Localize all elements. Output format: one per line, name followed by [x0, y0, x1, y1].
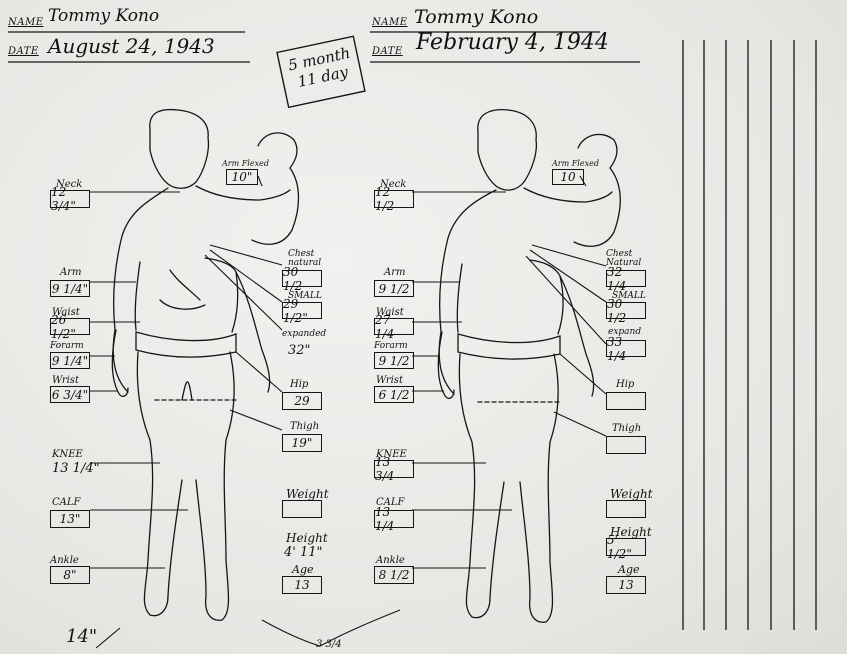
- left-date-label: DATE: [8, 47, 39, 57]
- left-arm-flexed-box: 10": [226, 169, 258, 185]
- left-expanded-value: 32": [288, 344, 311, 357]
- left-age-label: Age: [292, 564, 314, 575]
- left-thigh-box: 19": [282, 434, 322, 452]
- left-figure: [112, 110, 298, 621]
- right-arm-box: 9 1/2: [374, 280, 414, 297]
- footer-left-note: 14": [66, 628, 97, 646]
- left-ankle-label: Ankle: [50, 556, 79, 566]
- right-ankle-label: Ankle: [376, 556, 405, 566]
- left-weight-box: [282, 500, 322, 518]
- right-chest-box: 32 1/4: [606, 270, 646, 287]
- left-wrist-box: 6 3/4": [50, 386, 90, 403]
- right-name-label: NAME: [372, 18, 408, 28]
- left-arm-label: Arm: [60, 268, 81, 278]
- left-height-label: Height: [286, 532, 328, 544]
- left-thigh-label: Thigh: [290, 422, 319, 432]
- right-forearm-box: 9 1/2: [374, 352, 414, 369]
- left-knee-label: KNEE: [52, 450, 83, 460]
- right-age-label: Age: [618, 564, 640, 575]
- left-forearm-label: Forarm: [50, 342, 84, 351]
- right-wrist-box: 6 1/2: [374, 386, 414, 403]
- left-date-value: August 24, 1943: [48, 36, 215, 56]
- right-figure: [438, 110, 620, 623]
- right-thigh-box: [606, 436, 646, 454]
- right-ankle-box: 8 1/2: [374, 566, 414, 584]
- right-date-value: February 4, 1944: [416, 32, 609, 54]
- right-wrist-label: Wrist: [376, 376, 403, 386]
- left-chest-box: 30 1/2: [282, 270, 322, 287]
- left-age-box: 13: [282, 576, 322, 594]
- right-weight-label: Weight: [610, 488, 653, 500]
- right-expand-box: 33 1/4: [606, 340, 646, 357]
- left-height-value: 4' 11": [284, 546, 323, 559]
- right-name-value: Tommy Kono: [414, 8, 538, 27]
- left-small-box: 29 1/2": [282, 302, 322, 319]
- right-arm-flexed-box: 10: [552, 169, 584, 185]
- left-calf-box: 13": [50, 510, 90, 528]
- left-waist-box: 26 1/2": [50, 318, 90, 335]
- right-knee-box: 13 3/4: [374, 460, 414, 478]
- right-arm-flexed-label: Arm Flexed: [552, 160, 599, 168]
- left-hip-box: 29: [282, 392, 322, 410]
- left-arm-box: 9 1/4": [50, 280, 90, 297]
- left-arm-flexed-label: Arm Flexed: [222, 160, 269, 168]
- right-waist-box: 27 1/4: [374, 318, 414, 335]
- left-ankle-box: 8": [50, 566, 90, 584]
- left-name-value: Tommy Kono: [48, 8, 159, 25]
- right-height-box: 5' 1/2": [606, 538, 646, 556]
- left-name-label: NAME: [8, 18, 44, 28]
- footer-center-note: 3 3/4: [316, 640, 342, 650]
- right-weight-box: [606, 500, 646, 518]
- right-thigh-label: Thigh: [612, 424, 641, 434]
- left-expanded-label: expanded: [282, 330, 326, 339]
- left-calf-label: CALF: [52, 498, 80, 508]
- left-weight-label: Weight: [286, 488, 329, 500]
- right-calf-box: 13 1/4: [374, 510, 414, 528]
- right-neck-box: 12 1/2: [374, 190, 414, 208]
- right-age-box: 13: [606, 576, 646, 594]
- left-forearm-box: 9 1/4": [50, 352, 90, 369]
- right-hip-box: [606, 392, 646, 410]
- left-wrist-label: Wrist: [52, 376, 79, 386]
- left-hip-label: Hip: [290, 380, 308, 390]
- right-date-label: DATE: [372, 47, 403, 57]
- right-forearm-label: Forarm: [374, 342, 408, 351]
- left-knee-value: 13 1/4": [52, 462, 100, 475]
- left-neck-box: 12 3/4": [50, 190, 90, 208]
- right-hip-label: Hip: [616, 380, 634, 390]
- right-arm-label: Arm: [384, 268, 405, 278]
- right-small-box: 30 1/2: [606, 302, 646, 319]
